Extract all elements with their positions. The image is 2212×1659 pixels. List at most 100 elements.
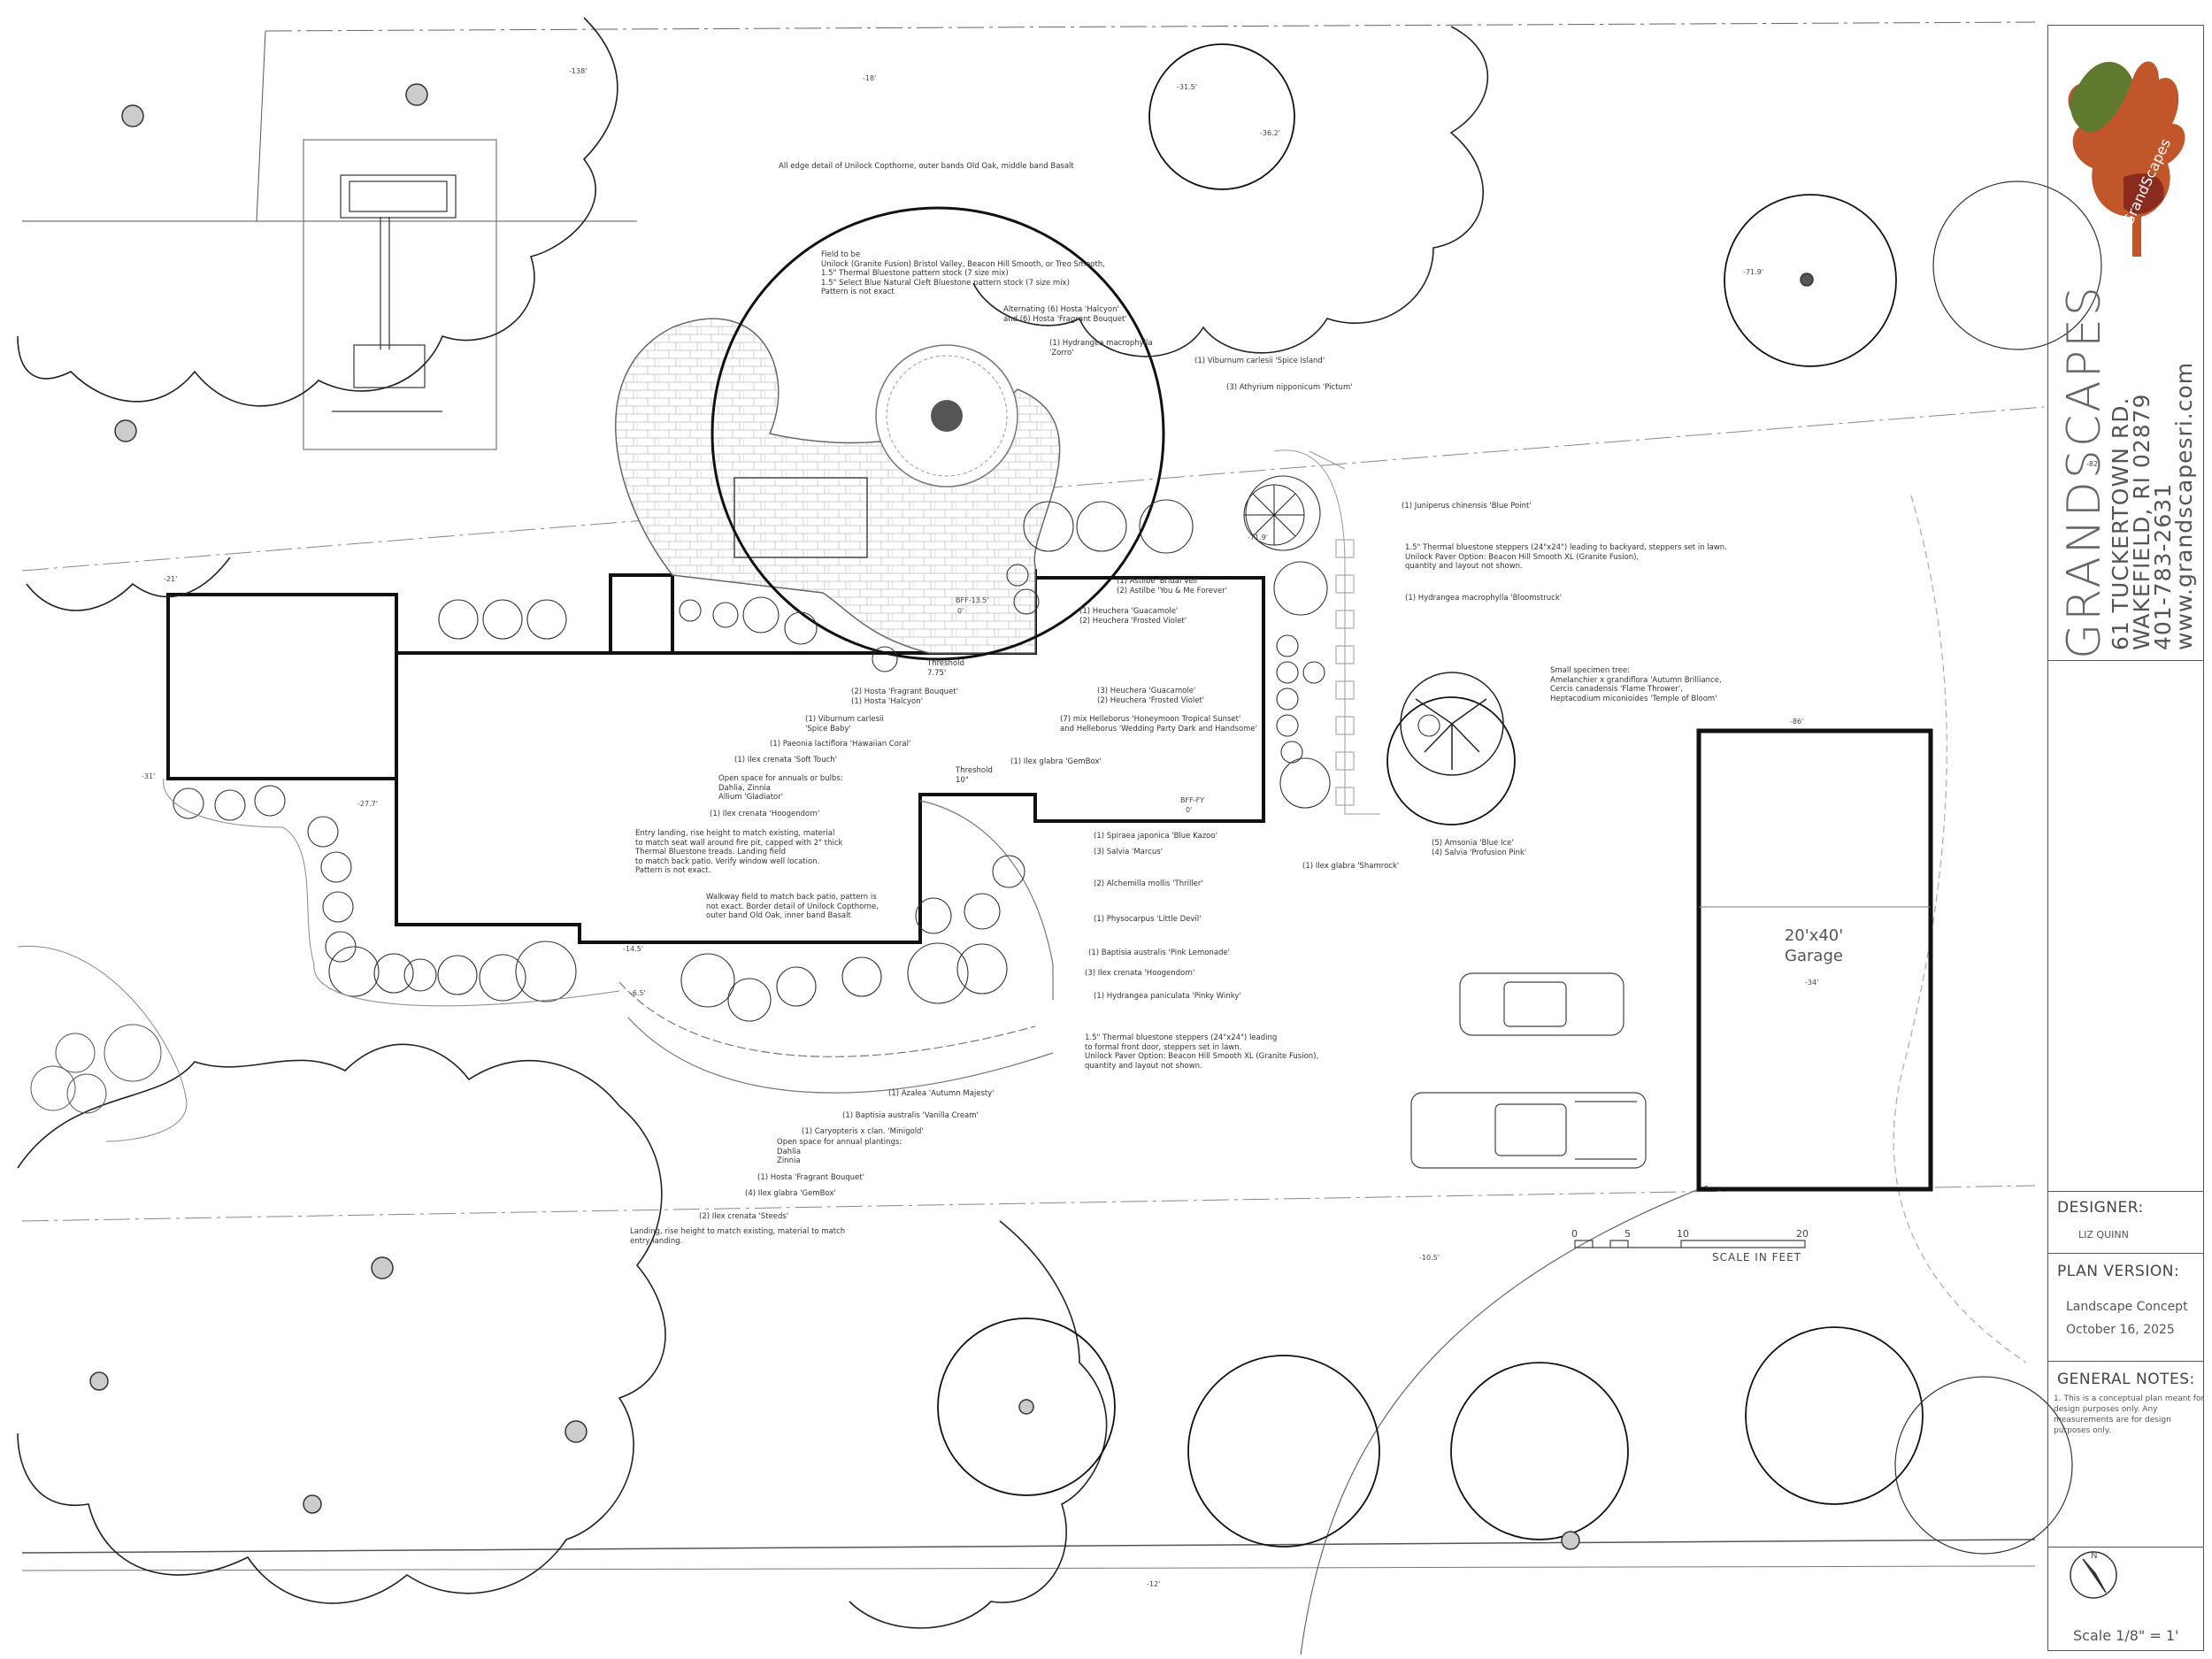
plan-version-heading: PLAN VERSION: [2057,1263,2180,1280]
dim-label: -31' [142,772,156,780]
note-open-space-2: Open space for annual plantings: Dahlia … [777,1138,902,1165]
note-walkway: Walkway field to match back patio, patte… [706,893,879,920]
dim-label: -12' [1147,1580,1161,1588]
dim-label: -31.5' [1177,83,1197,91]
driveway [1300,495,2027,1655]
dim-label: -10.5' [1419,1254,1440,1262]
dim-label: -138' [569,67,588,75]
juniper [1243,484,1305,546]
note-hydrangea-bloomstruck: (1) Hydrangea macrophylla 'Bloomstruck' [1405,594,1563,603]
note-ilex-steeds: (2) Ilex crenata 'Steeds' [699,1212,789,1221]
scale-tick-20: 20 [1796,1228,1809,1240]
note-viburnum-spice-island: (1) Viburnum carlesii 'Spice Island' [1194,357,1325,365]
note-physocarpus: (1) Physocarpus 'Little Devil' [1094,915,1202,924]
plan-version-line2: October 16, 2025 [2066,1323,2175,1337]
note-juniperus: (1) Juniperus chinensis 'Blue Point' [1402,502,1532,511]
dim-label: -82' [2086,460,2101,468]
dim-label: -18' [863,74,877,82]
dim-label: -27.7' [357,800,378,808]
brand-name: GRANDSCAPES [2058,284,2111,659]
garage-name: Garage [1785,947,1843,965]
scale-bar [1574,1240,1806,1248]
note-edge-detail: All edge detail of Unilock Copthorne, ou… [779,162,1074,171]
note-caryopteris: (1) Caryopteris x clan. 'Minigold' [802,1127,924,1136]
dim-label: -36.2' [1260,129,1280,137]
note-hosta-2: (2) Hosta 'Fragrant Bouquet' (1) Hosta '… [851,687,958,706]
dim-label: 0' [957,607,964,615]
medium-trees [937,43,2102,1555]
note-paeonia: (1) Paeonia lactiflora 'Hawaiian Coral' [770,740,911,749]
note-baptisia-pink: (1) Baptisia australis 'Pink Lemonade' [1088,949,1230,957]
note-athyrium: (3) Athyrium nipponicum 'Pictum' [1226,383,1353,392]
specimen-tree [1400,672,1504,776]
garage [1696,728,1933,1192]
plan-version-cell: PLAN VERSION: Landscape Concept October … [2048,1254,2203,1362]
note-astilbe: (1) Astilbe 'Bridal Veil' (2) Astilbe 'Y… [1117,577,1228,595]
left-bed [17,778,620,1142]
note-hosta-fragrant: (1) Hosta 'Fragrant Bouquet' [757,1173,864,1182]
garage-size: 20'x40' [1784,926,1844,945]
brand-cell [2048,26,2203,661]
north-arrow-icon [2070,1551,2117,1599]
designer-heading: DESIGNER: [2057,1199,2144,1217]
dim-label: -34' [1805,979,1819,987]
note-ilex-soft-touch: (1) Ilex crenata 'Soft Touch' [734,756,838,764]
note-alchemilla: (2) Alchemilla mollis 'Thriller' [1094,879,1203,888]
note-viburnum-spice-baby: (1) Viburnum carlesii 'Spice Baby' [805,715,884,733]
plan-version-line1: Landscape Concept [2066,1300,2188,1314]
blank-cell [2048,661,2203,1192]
dim-label: -21' [164,575,178,583]
vehicles [1410,972,1647,1169]
scale-bar-label: SCALE IN FEET [1712,1251,1802,1263]
note-helleborus: (7) mix Helleborus 'Honeymoon Tropical S… [1060,715,1257,733]
general-notes-cell: GENERAL NOTES: 1. This is a conceptual p… [2048,1362,2205,1548]
back-patio [615,206,1165,661]
note-ilex-gembox-1: (1) Ilex glabra 'GemBox' [1010,757,1102,766]
title-block: DESIGNER: LIZ QUINN PLAN VERSION: Landsc… [2047,25,2204,1651]
dim-label: -6.5' [630,989,646,997]
brand-website: www.grandscapesri.com [2171,361,2197,650]
note-amsonia: (5) Amsonia 'Blue Ice' (4) Salvia 'Profu… [1432,839,1527,857]
tree-trunks [89,83,1814,1550]
dim-label: BFF-FY [1180,796,1205,804]
scale-tick-0: 0 [1571,1228,1578,1240]
play-structure [303,139,497,450]
note-open-space-1: Open space for annuals or bulbs: Dahlia,… [718,774,843,802]
dim-label: -86' [1790,718,1804,726]
grandscapes-leaf-logo [2068,61,2185,257]
note-hydrangea-zorro: (1) Hydrangea macrophylla 'Zorro' [1049,339,1153,357]
designer-name: LIZ QUINN [2078,1229,2129,1240]
note-baptisia-vanilla: (1) Baptisia australis 'Vanilla Cream' [842,1111,979,1120]
note-hosta-alt: Alternating (6) Hosta 'Halcyon' and (6) … [1003,305,1127,324]
north-label: N [2091,1551,2098,1561]
dim-label: -71.9' [1743,268,1763,276]
note-azalea: (1) Azalea 'Autumn Majesty' [888,1089,995,1098]
note-ilex-gembox-4: (4) Ilex glabra 'GemBox' [745,1189,836,1198]
note-specimen-tree: Small specimen tree: Amelanchier x grand… [1550,666,1722,703]
note-spiraea: (1) Spiraea japonica 'Blue Kazoo' [1094,832,1217,841]
note-steppers-front: 1.5" Thermal bluestone steppers (24"x24"… [1085,1033,1319,1071]
note-heuchera-1: (1) Heuchera 'Guacamole' (2) Heuchera 'F… [1079,607,1187,626]
designer-cell: DESIGNER: LIZ QUINN [2048,1192,2203,1254]
dim-label: BFF-13.5' [956,596,989,604]
scale-tick-5: 5 [1624,1228,1631,1240]
canopy-trees [17,17,1489,1629]
note-ilex-hoogendorn-1: (1) Ilex crenata 'Hoogendorn' [710,810,820,818]
note-steppers-back: 1.5" Thermal bluestone steppers (24"x24"… [1405,543,1727,571]
dim-label: -14.5' [623,945,643,953]
note-field: Field to be Unilock (Granite Fusion) Bri… [821,250,1106,296]
dim-label: -71.9' [1248,534,1268,541]
note-salvia-marcus: (3) Salvia 'Marcus' [1094,848,1164,856]
scale-tick-10: 10 [1677,1228,1689,1240]
general-notes-heading: GENERAL NOTES: [2057,1371,2195,1388]
property-lines [21,21,2045,1571]
note-ilex-shamrock: (1) Ilex glabra 'Shamrock' [1302,862,1400,871]
note-landing: Landing, rise height to match existing, … [630,1227,846,1246]
note-entry-landing: Entry landing, rise height to match exis… [635,829,843,875]
note-hydrangea-pinky: (1) Hydrangea paniculata 'Pinky Winky' [1094,992,1241,1001]
scale-text: Scale 1/8" = 1' [2073,1627,2179,1644]
general-notes-text: 1. This is a conceptual plan meant for d… [2054,1394,2205,1435]
dim-label: 0' [1186,806,1193,814]
